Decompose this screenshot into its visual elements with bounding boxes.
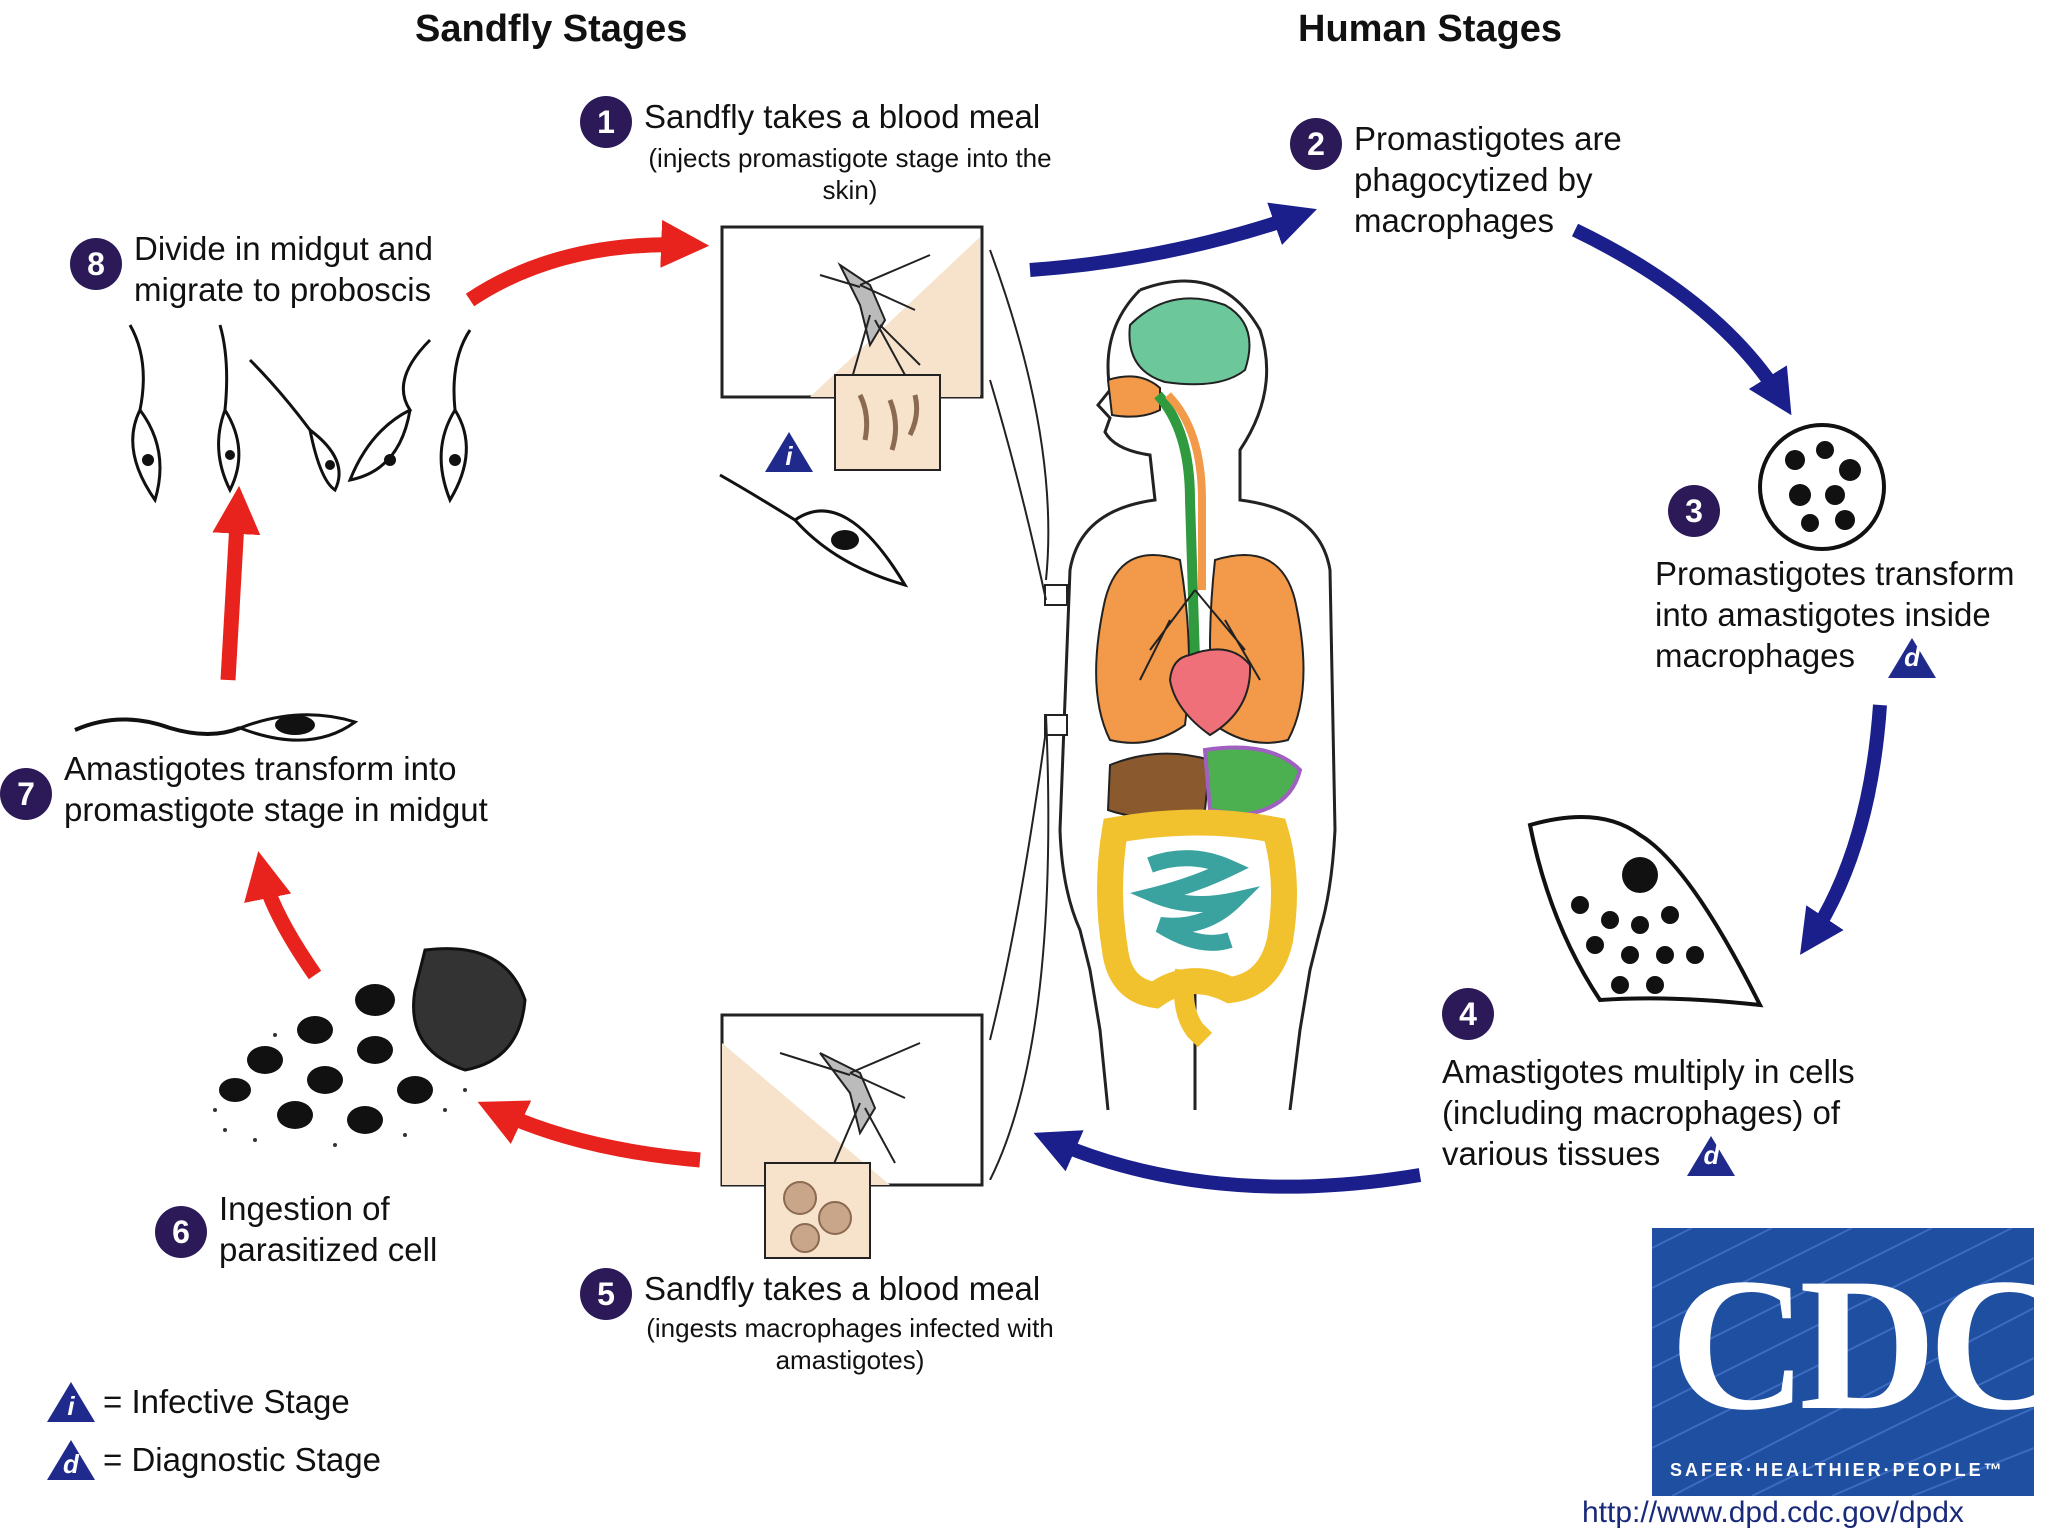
cdc-logo: CDC SAFER·HEALTHIER·PEOPLE™ <box>1652 1228 2034 1496</box>
step-7-number: 7 <box>0 768 52 820</box>
arrow-3-to-4 <box>1800 704 1887 955</box>
step-3-number-wrap: 3 <box>1668 485 1732 537</box>
inset-connectors <box>989 249 1050 1180</box>
legend-diagnostic-label: = Diagnostic Stage <box>103 1441 381 1478</box>
sandfly-bite-inset-bottom <box>720 1013 984 1259</box>
step-2-line-3: macrophages <box>1354 202 1554 239</box>
diagnostic-stage-badge: d <box>1886 636 1938 680</box>
cdc-tagline: SAFER·HEALTHIER·PEOPLE™ <box>1670 1460 2005 1480</box>
step-7-line-1: Amastigotes transform into <box>64 750 457 787</box>
diagnostic-legend-icon: d <box>45 1438 97 1482</box>
arrow-8-to-1 <box>465 219 710 307</box>
arrow-1-to-2 <box>1029 202 1317 277</box>
lungs-left <box>1095 554 1190 744</box>
step-7: 7 Amastigotes transform into promastigot… <box>0 748 488 830</box>
human-stages-heading: Human Stages <box>1298 8 1562 50</box>
transforming-promastigote <box>74 713 359 742</box>
arrow-4-to-5 <box>1033 1130 1422 1194</box>
sandfly-stages-heading: Sandfly Stages <box>415 8 688 50</box>
heart <box>1168 648 1252 737</box>
legend: i = Infective Stage d = Diagnostic Stage <box>45 1380 381 1482</box>
arrow-5-to-6 <box>477 1100 701 1168</box>
step-2-line-1: Promastigotes are <box>1354 120 1622 157</box>
sandfly-bite-inset-top <box>720 225 984 471</box>
step-5-label: Sandfly takes a blood meal <box>644 1270 1041 1307</box>
promastigotes-group <box>128 324 472 504</box>
step-1-number: 1 <box>580 96 632 148</box>
colon <box>1097 809 1297 1009</box>
step-3-line-3: macrophages <box>1655 637 1855 674</box>
step-4-text: Amastigotes multiply in cells (including… <box>1442 1051 1855 1178</box>
infected-macrophage <box>1758 423 1886 551</box>
esophagus <box>1154 391 1200 661</box>
step-3-text: Promastigotes transform into amastigotes… <box>1655 553 2014 680</box>
step-5: 5 Sandfly takes a blood meal <box>580 1268 1040 1320</box>
promastigote-single <box>719 473 909 588</box>
step-2-line-2: phagocytized by <box>1354 161 1593 198</box>
arrow-6-to-7 <box>244 851 322 980</box>
step-4-number-wrap: 4 <box>1442 988 1506 1040</box>
infective-stage-badge: i <box>763 430 815 474</box>
step-4-line-2: (including macrophages) of <box>1442 1094 1841 1131</box>
step-4-line-1: Amastigotes multiply in cells <box>1442 1053 1855 1090</box>
diagnostic-stage-badge: d <box>1685 1134 1737 1178</box>
step-4-number: 4 <box>1442 988 1494 1040</box>
cdc-wordmark: CDC <box>1670 1240 2034 1450</box>
step-6-line-2: parasitized cell <box>219 1231 438 1268</box>
legend-infective-label: = Infective Stage <box>103 1383 350 1420</box>
step-3-line-1: Promastigotes transform <box>1655 555 2015 592</box>
legend-diagnostic: d = Diagnostic Stage <box>45 1438 381 1482</box>
source-url[interactable]: http://www.dpd.cdc.gov/dpdx <box>1582 1496 1964 1529</box>
ruptured-parasitized-cell <box>213 947 527 1147</box>
step-3-number: 3 <box>1668 485 1720 537</box>
step-4-line-3: various tissues <box>1442 1135 1661 1172</box>
step-8-line-2: migrate to proboscis <box>134 271 432 308</box>
cdc-logo-pattern <box>1652 1228 2034 1496</box>
step-6-number: 6 <box>155 1206 207 1258</box>
small-intestine <box>1130 850 1261 951</box>
liver <box>1106 752 1212 819</box>
stomach <box>1202 745 1303 818</box>
step-3-line-2: into amastigotes inside <box>1655 596 1991 633</box>
human-body-illustration <box>1044 279 1337 1111</box>
step-7-line-2: promastigote stage in midgut <box>64 791 488 828</box>
infective-legend-icon: i <box>45 1380 97 1424</box>
step-1-sublabel: (injects promastigote stage into the ski… <box>648 143 1052 205</box>
step-6-line-1: Ingestion of <box>219 1190 390 1227</box>
step-2: 2 Promastigotes are phagocytized by macr… <box>1290 118 1622 241</box>
legend-infective: i = Infective Stage <box>45 1380 381 1424</box>
arrow-7-to-8 <box>212 485 261 681</box>
step-8-line-1: Divide in midgut and <box>134 230 433 267</box>
step-5-sublabel: (ingests macrophages infected with amast… <box>646 1313 1054 1375</box>
tissue-cell-with-amastigotes <box>1527 815 1764 1008</box>
step-8: 8 Divide in midgut and migrate to probos… <box>70 228 433 310</box>
step-1: 1 Sandfly takes a blood meal <box>580 96 1040 148</box>
arrow-2-to-3 <box>1571 223 1792 416</box>
step-8-number: 8 <box>70 238 122 290</box>
brain <box>1128 297 1251 386</box>
step-5-number: 5 <box>580 1268 632 1320</box>
step-6: 6 Ingestion of parasitized cell <box>155 1188 437 1270</box>
step-1-label: Sandfly takes a blood meal <box>644 98 1041 135</box>
step-2-number: 2 <box>1290 118 1342 170</box>
